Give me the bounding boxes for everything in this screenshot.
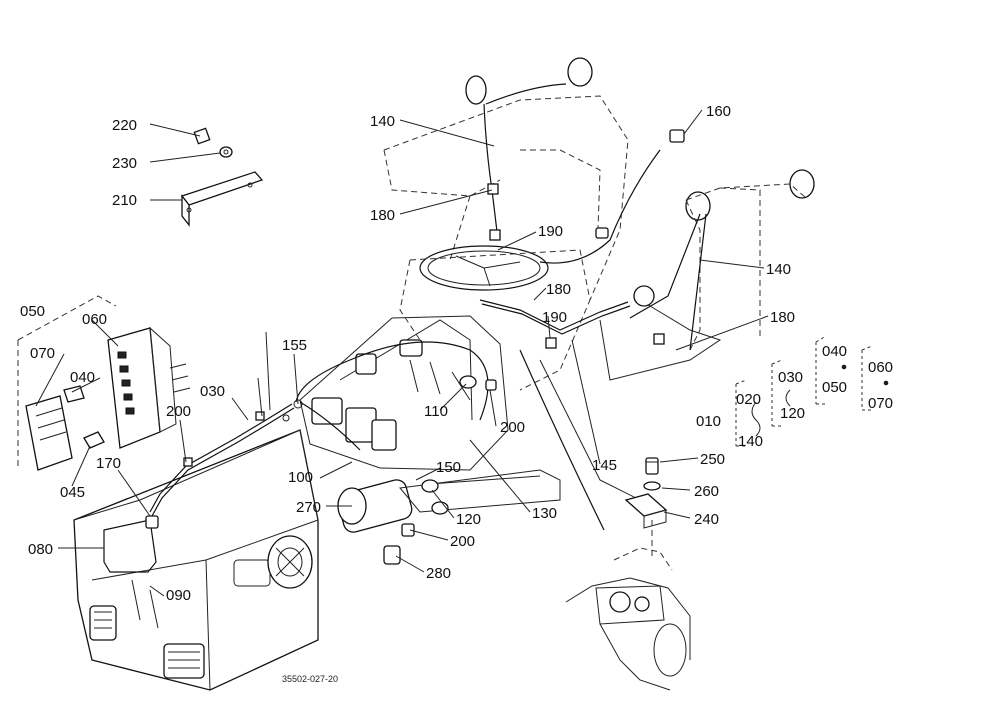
label-200-mid: 200 — [500, 419, 525, 436]
label-140-kit: 140 — [738, 433, 763, 450]
label-280: 280 — [426, 565, 451, 582]
label-150: 150 — [436, 459, 461, 476]
seat-and-fender — [383, 57, 815, 531]
rear-hitch-mount — [565, 457, 691, 691]
label-270: 270 — [296, 499, 321, 516]
label-140-right: 140 — [766, 261, 791, 278]
label-010: 010 — [696, 413, 721, 430]
label-240: 240 — [694, 511, 719, 528]
mounting-bracket-kit — [180, 127, 264, 227]
kit-grouping-brackets — [735, 335, 889, 447]
label-155: 155 — [282, 337, 307, 354]
label-230: 230 — [112, 155, 137, 172]
label-145: 145 — [592, 457, 617, 474]
label-180-mid: 180 — [546, 281, 571, 298]
label-130: 130 — [532, 505, 557, 522]
label-200-front: 200 — [166, 403, 191, 420]
label-180-right: 180 — [770, 309, 795, 326]
label-050-kit: 050 — [822, 379, 847, 396]
label-190-seat: 190 — [538, 223, 563, 240]
label-080: 080 — [28, 541, 53, 558]
leader-lines — [35, 109, 769, 597]
label-030: 030 — [200, 383, 225, 400]
label-180-seat: 180 — [370, 207, 395, 224]
label-110: 110 — [424, 403, 448, 420]
label-020: 020 — [736, 391, 761, 408]
label-260: 260 — [694, 483, 719, 500]
label-200-lower: 200 — [450, 533, 475, 550]
alternator-assembly — [267, 479, 415, 589]
part-number-labels: 220 230 210 050 060 070 040 045 170 200 … — [20, 103, 893, 604]
label-120: 120 — [456, 511, 481, 528]
label-060: 060 — [82, 311, 107, 328]
label-170-front: 170 — [96, 455, 121, 472]
drawing-code: 35502-027-20 — [282, 674, 338, 684]
fuse-box-group — [17, 295, 191, 471]
dashboard-wiring-area — [295, 315, 561, 513]
main-wire-harness — [145, 399, 303, 529]
label-070-kit: 070 — [868, 395, 893, 412]
label-100: 100 — [288, 469, 313, 486]
label-030-kit: 030 — [778, 369, 803, 386]
label-160: 160 — [706, 103, 731, 120]
label-040-kit: 040 — [822, 343, 847, 360]
label-250: 250 — [700, 451, 725, 468]
label-220: 220 — [112, 117, 137, 134]
label-120-kit: 120 — [780, 405, 805, 422]
label-190-mid: 190 — [542, 309, 567, 326]
label-210: 210 — [112, 192, 137, 209]
label-045: 045 — [60, 484, 85, 501]
label-050: 050 — [20, 303, 45, 320]
label-140-top: 140 — [370, 113, 395, 130]
label-040: 040 — [70, 369, 95, 386]
label-090: 090 — [166, 587, 191, 604]
label-070: 070 — [30, 345, 55, 362]
label-060-kit: 060 — [868, 359, 893, 376]
